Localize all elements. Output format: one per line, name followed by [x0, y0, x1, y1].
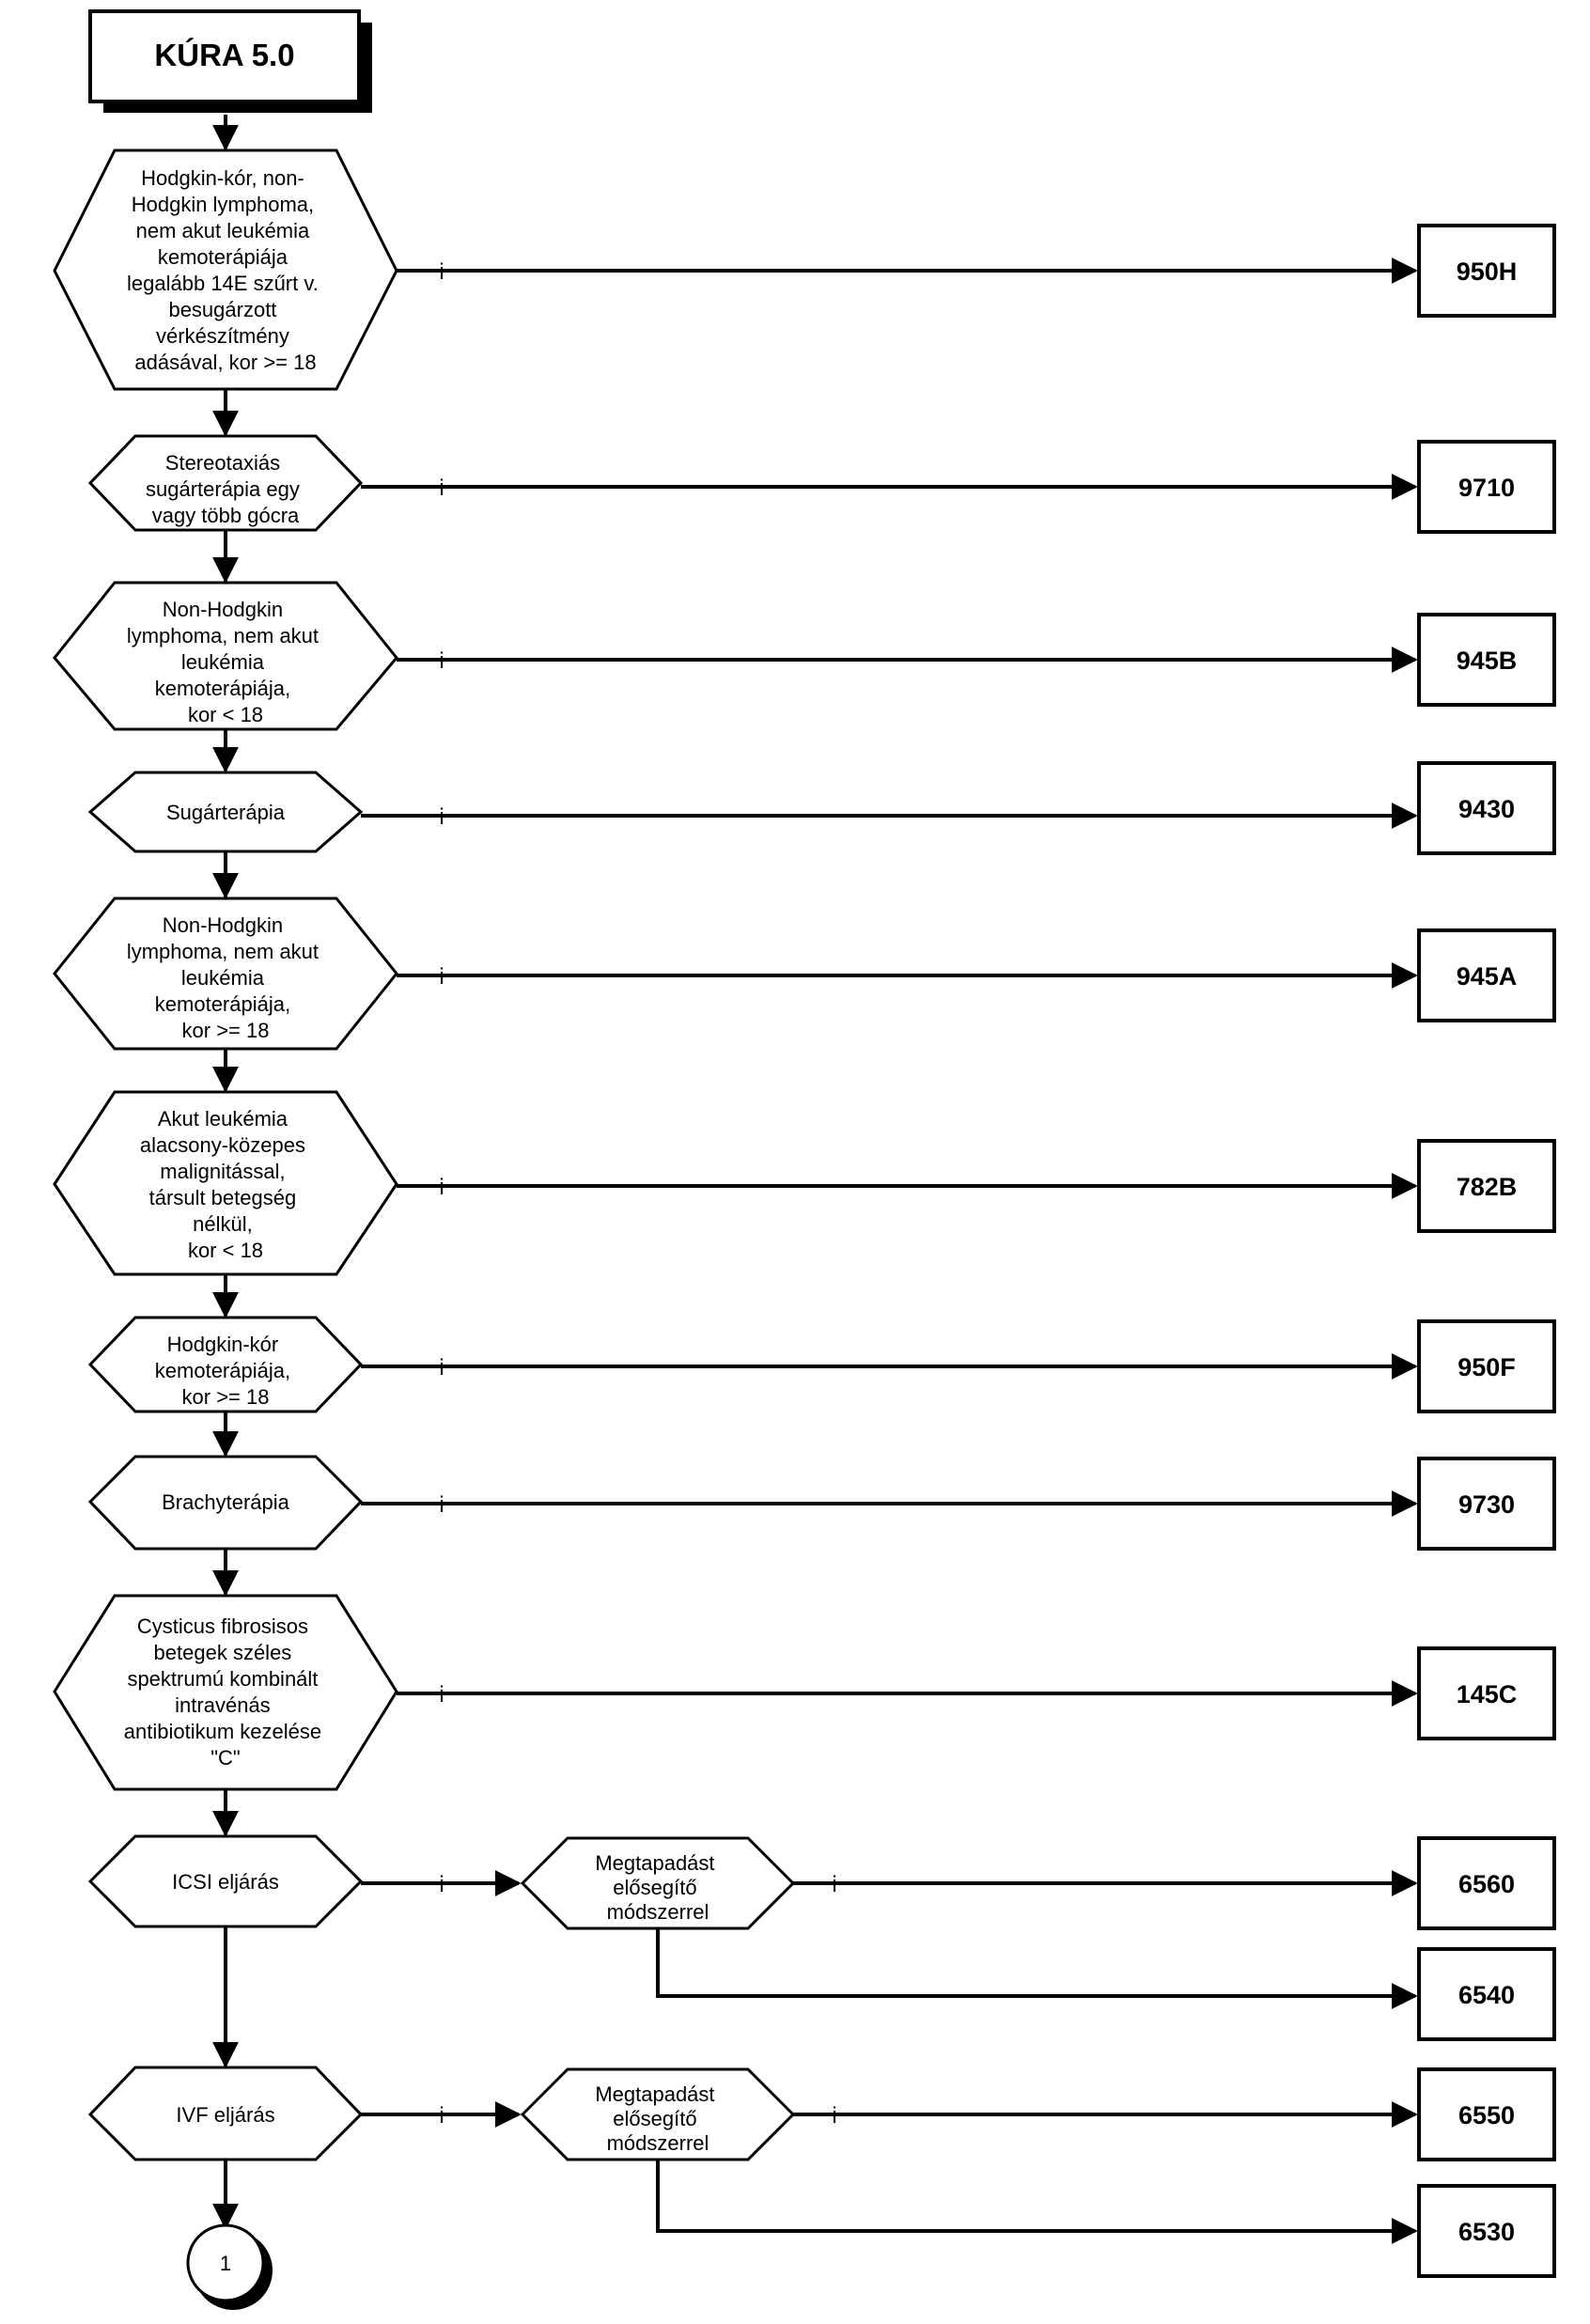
decision-4: Sugárterápia	[87, 771, 364, 853]
result-code: 782B	[1457, 1173, 1518, 1201]
connector-label: 1	[220, 2252, 231, 2275]
result-code: 945B	[1457, 647, 1518, 675]
result-box-6540: 6540	[1417, 1947, 1556, 2041]
decision-label: Non-Hodgkin lymphoma, nem akut leukémia …	[127, 913, 324, 1042]
yes-label: i	[832, 1872, 836, 1897]
decision-10: ICSI eljárás	[87, 1834, 364, 1928]
result-box-145C: 145C	[1417, 1646, 1556, 1740]
result-code: 6530	[1458, 2218, 1515, 2246]
decision-label: IVF eljárás	[176, 2103, 274, 2127]
decision-label: Sugárterápia	[166, 801, 286, 824]
result-code: 950H	[1457, 257, 1518, 286]
yes-label: i	[439, 2103, 444, 2129]
decision-1: Hodgkin-kór, non- Hodgkin lymphoma, nem …	[53, 148, 398, 391]
decision-8: Brachyterápia	[87, 1455, 364, 1551]
result-box-950F: 950F	[1417, 1319, 1556, 1413]
result-box-945B: 945B	[1417, 613, 1556, 707]
yes-label: i	[439, 1355, 444, 1380]
decision-label: Akut leukémia alacsony-közepes malignitá…	[140, 1107, 311, 1262]
decision-3: Non-Hodgkin lymphoma, nem akut leukémia …	[53, 581, 398, 731]
yes-label: i	[439, 1175, 444, 1200]
page-title: KÚRA 5.0	[154, 38, 294, 72]
result-box-6550: 6550	[1417, 2067, 1556, 2161]
result-box-950H: 950H	[1417, 224, 1556, 318]
decision-11: IVF eljárás	[87, 2066, 364, 2161]
decision-label: Non-Hodgkin lymphoma, nem akut leukémia …	[127, 598, 324, 726]
sub-decision-label: Megtapadást elősegítő módszerrel	[595, 1851, 720, 1924]
result-code: 945A	[1457, 962, 1518, 990]
result-code: 6560	[1458, 1870, 1515, 1898]
yes-label: i	[439, 1682, 444, 1708]
result-box-9710: 9710	[1417, 440, 1556, 534]
result-box-945A: 945A	[1417, 928, 1556, 1022]
result-code: 6540	[1458, 1981, 1515, 2009]
decision-7: Hodgkin-kór kemoterápiája, kor >= 18	[87, 1316, 364, 1413]
decision-label: Stereotaxiás sugárterápia egy vagy több …	[146, 451, 305, 527]
decision-5: Non-Hodgkin lymphoma, nem akut leukémia …	[53, 897, 398, 1051]
result-box-6560: 6560	[1417, 1836, 1556, 1930]
result-code: 6550	[1458, 2101, 1515, 2129]
off-page-connector: 1	[186, 2223, 273, 2310]
decision-label: Brachyterápia	[162, 1490, 290, 1514]
decision-6: Akut leukémia alacsony-közepes malignitá…	[53, 1090, 398, 1276]
result-box-9730: 9730	[1417, 1457, 1556, 1551]
yes-label: i	[439, 1492, 444, 1518]
result-box-6530: 6530	[1417, 2184, 1556, 2278]
no-arrow	[656, 1928, 1418, 2009]
no-arrow	[656, 2160, 1418, 2244]
yes-label: i	[439, 804, 444, 830]
yes-label: i	[832, 2103, 836, 2129]
decision-label: ICSI eljárás	[172, 1870, 279, 1894]
result-code: 9730	[1458, 1490, 1515, 1519]
result-code: 950F	[1458, 1353, 1516, 1381]
decision-label: Cysticus fibrosisos betegek széles spekt…	[124, 1614, 327, 1770]
yes-label: i	[439, 964, 444, 990]
result-box-9430: 9430	[1417, 761, 1556, 855]
yes-label: i	[439, 1872, 444, 1897]
result-code: 145C	[1457, 1680, 1518, 1708]
sub-decision-10: Megtapadást elősegítő módszerrel	[520, 1836, 796, 1930]
sub-decision-label: Megtapadást elősegítő módszerrel	[595, 2082, 720, 2155]
decision-9: Cysticus fibrosisos betegek széles spekt…	[53, 1594, 398, 1791]
decision-label: Hodgkin-kór, non- Hodgkin lymphoma, nem …	[127, 166, 324, 374]
title-box: KÚRA 5.0	[88, 9, 372, 113]
yes-label: i	[439, 259, 444, 285]
result-box-782B: 782B	[1417, 1139, 1556, 1233]
yes-label: i	[439, 648, 444, 674]
sub-decision-11: Megtapadást elősegítő módszerrel	[520, 2067, 796, 2161]
result-code: 9710	[1458, 474, 1515, 502]
yes-label: i	[439, 476, 444, 501]
result-code: 9430	[1458, 795, 1515, 823]
decision-label: Hodgkin-kór kemoterápiája, kor >= 18	[155, 1333, 296, 1409]
decision-2: Stereotaxiás sugárterápia egy vagy több …	[87, 434, 364, 532]
